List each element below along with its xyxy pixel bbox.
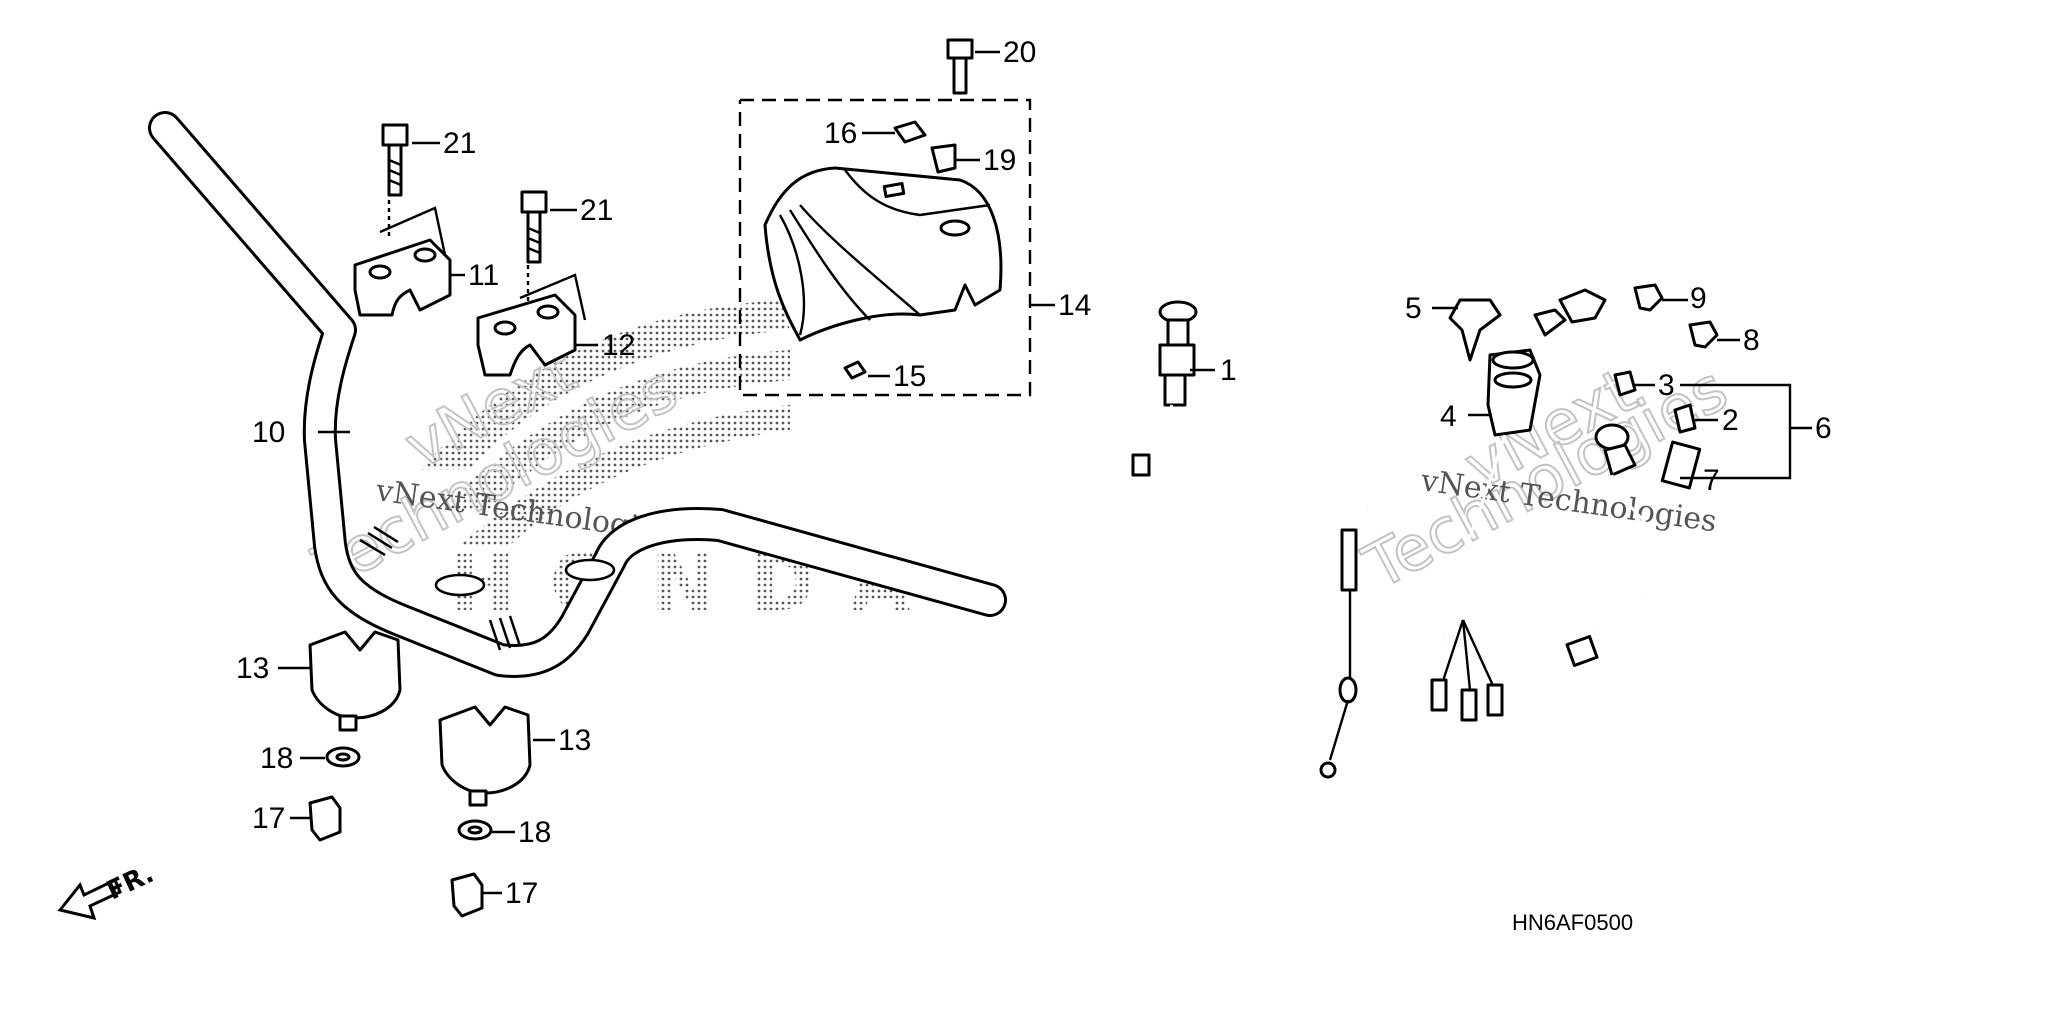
handlebar-holder-13-left	[308, 630, 402, 732]
callout-13-left: 13	[236, 652, 269, 685]
callout-10: 10	[252, 416, 285, 449]
diagram-code: HN6AF0500	[1512, 910, 1633, 935]
callout-21-left: 21	[443, 127, 476, 160]
front-label: FR.	[102, 859, 158, 907]
handlebar-holder-13-right	[438, 705, 532, 807]
callout-7: 7	[1703, 464, 1720, 497]
meter-cover-group	[738, 98, 1032, 397]
clip-16	[893, 120, 927, 144]
callout-17-left: 17	[252, 802, 285, 835]
callout-11: 11	[468, 259, 499, 292]
callout-16: 16	[824, 117, 857, 150]
callout-12: 12	[602, 329, 635, 362]
callout-9: 9	[1690, 282, 1707, 315]
key-cylinder-set	[1565, 370, 1702, 667]
callout-5: 5	[1405, 292, 1422, 325]
callout-4: 4	[1440, 400, 1457, 433]
callout-2: 2	[1722, 404, 1739, 437]
callout-6: 6	[1815, 412, 1832, 445]
upper-clamp-12	[476, 293, 577, 377]
callout-21-right: 21	[580, 194, 613, 227]
callout-14: 14	[1058, 289, 1091, 322]
leader-lines	[278, 50, 1812, 895]
callout-3: 3	[1658, 369, 1675, 402]
callout-8: 8	[1743, 324, 1760, 357]
grommet-19	[930, 143, 957, 174]
front-arrow: FR.	[57, 859, 159, 921]
knurl-marks	[359, 525, 522, 651]
nut-17-right	[450, 872, 484, 918]
callout-20: 20	[1003, 36, 1036, 69]
meter-cover	[763, 166, 1003, 342]
ignition-switch	[1430, 288, 1607, 722]
callout-18-left: 18	[260, 742, 293, 775]
handlebar	[148, 111, 1007, 678]
nut-17-left	[308, 795, 342, 842]
upper-clamp-11	[353, 238, 452, 317]
bolt-21-right	[520, 190, 548, 264]
callout-13-right: 13	[558, 724, 591, 757]
screw-8	[1688, 320, 1719, 349]
clip-5	[1448, 298, 1502, 362]
callout-19: 19	[983, 144, 1016, 177]
bolt-21-left	[381, 123, 409, 197]
callout-labels: 1 2 3 4 5 6 7 8 9 10 11 12 13 13 14 15 1…	[236, 36, 1832, 910]
callout-18-right: 18	[518, 816, 551, 849]
callout-15: 15	[893, 360, 926, 393]
nut-15	[843, 360, 867, 380]
callout-17-right: 17	[505, 877, 538, 910]
screw-9	[1633, 283, 1664, 312]
bolt-20	[946, 38, 974, 95]
handlebar-clamp-mark	[434, 573, 486, 597]
handlebar-clamp-mark	[564, 558, 616, 582]
callout-1: 1	[1220, 354, 1237, 387]
choke-cable	[1131, 300, 1370, 779]
